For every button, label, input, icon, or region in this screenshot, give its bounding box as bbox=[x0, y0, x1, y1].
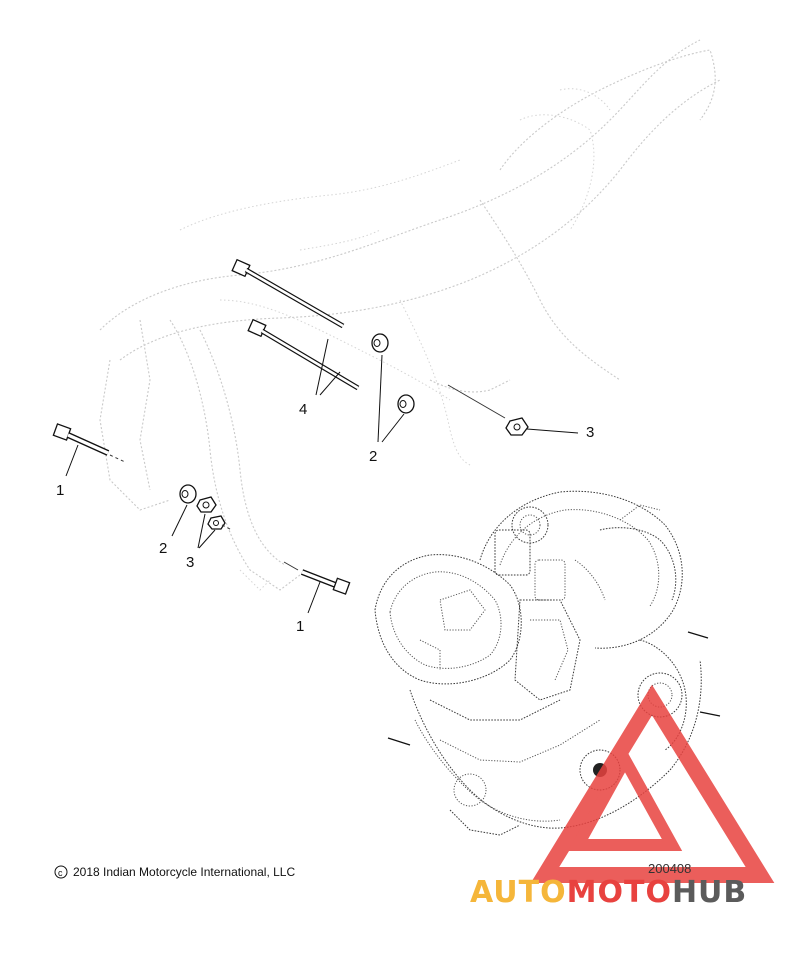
callout-1-right: 1 bbox=[296, 618, 304, 635]
copyright-text: 2018 Indian Motorcycle International, LL… bbox=[73, 865, 295, 879]
nut-right bbox=[505, 417, 529, 436]
callout-2-upper: 2 bbox=[369, 448, 377, 465]
watermark-triangle-icon bbox=[530, 684, 775, 883]
bolt-left bbox=[52, 423, 110, 456]
watermark-auto: AUTO bbox=[470, 875, 567, 910]
callout-3-right: 3 bbox=[586, 424, 594, 441]
callout-2-left: 2 bbox=[159, 540, 167, 557]
watermark-brand: AUTOMOTOHUB bbox=[470, 875, 747, 910]
figure-number: 200408 bbox=[648, 861, 691, 876]
svg-text:c: c bbox=[58, 868, 63, 878]
frame-ghost bbox=[99, 39, 721, 591]
leader-lines bbox=[65, 338, 579, 614]
long-bolt-upper bbox=[231, 258, 345, 329]
callout-labels: 4 2 3 1 2 3 1 bbox=[56, 401, 594, 635]
spacer-upper-a bbox=[371, 333, 389, 353]
callout-1-left: 1 bbox=[56, 482, 64, 499]
bolt-right bbox=[300, 569, 351, 595]
watermark-moto: MOTO bbox=[567, 875, 672, 910]
spacer-left bbox=[179, 484, 197, 504]
engine-assembly bbox=[374, 490, 702, 836]
nut-left-b bbox=[207, 515, 226, 530]
long-bolt-lower bbox=[247, 318, 360, 391]
spacer-upper-b bbox=[397, 394, 415, 414]
callout-3-left: 3 bbox=[186, 554, 194, 571]
callout-4: 4 bbox=[299, 401, 307, 418]
copyright-icon bbox=[54, 865, 68, 879]
copyright-line: c 2018 Indian Motorcycle International, … bbox=[54, 865, 295, 879]
assembly-lines bbox=[109, 384, 721, 746]
nut-left-a bbox=[196, 496, 217, 513]
watermark-hub: HUB bbox=[672, 875, 747, 910]
